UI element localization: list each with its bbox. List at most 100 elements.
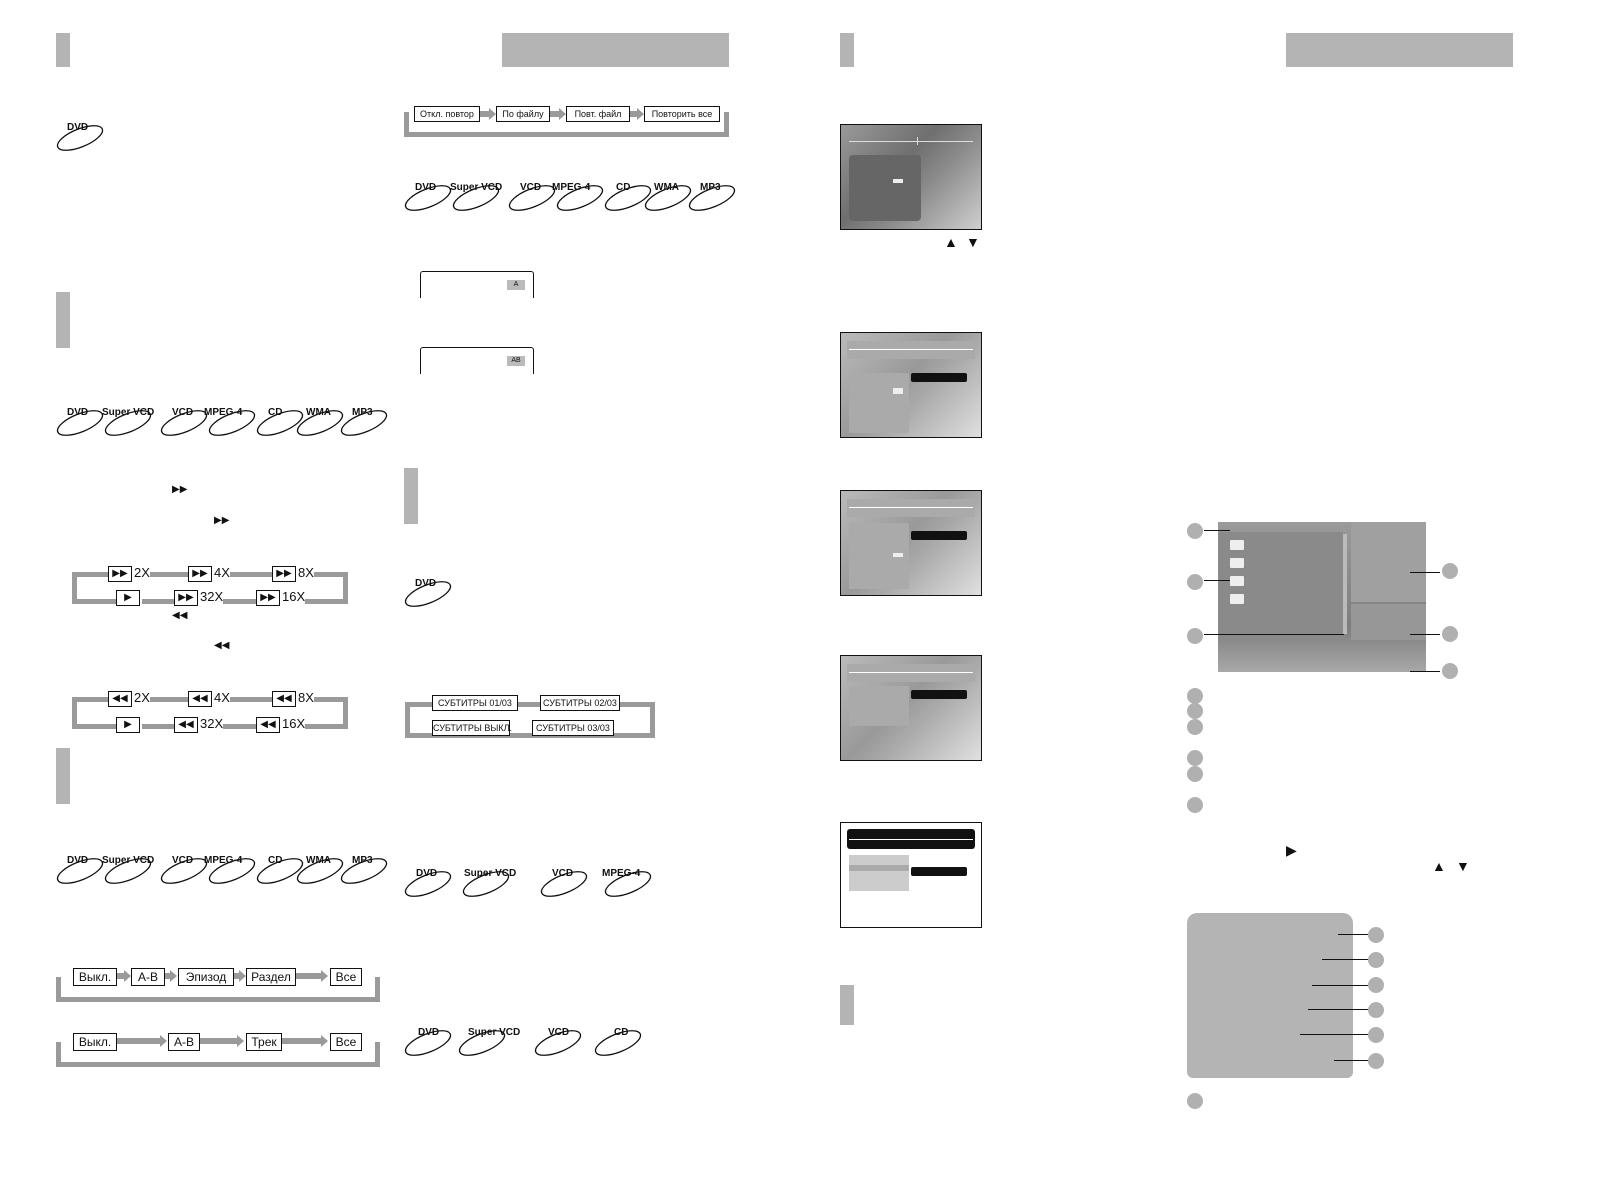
disc-label: MPEG-4 [204, 407, 243, 418]
osd-screen-5 [840, 822, 982, 928]
callout-marker [1368, 1002, 1384, 1018]
callout-marker [1187, 574, 1203, 590]
disc-label: Super VCD [468, 1027, 521, 1038]
callout-marker [1442, 663, 1458, 679]
repeat-cd-loop [56, 1042, 380, 1067]
arrow [165, 970, 177, 982]
disc-logo-dvd: DVD [404, 182, 452, 218]
disc-logo-mp3: MP3 [340, 407, 388, 443]
arrow [550, 108, 566, 120]
repeat-dvd-step-3: Эпизод [178, 968, 234, 986]
rewind-icon: ◀◀ [188, 690, 212, 707]
disc-logo-dvd: DVD [56, 855, 104, 891]
rew-32x: ◀◀32X [174, 716, 224, 733]
rewind-icon: ◀◀ [214, 640, 230, 651]
disc-label: MPEG-4 [602, 868, 641, 879]
repeat-dvd-step-1: Выкл. [73, 968, 117, 986]
disc-logo-dvd: DVD [404, 868, 452, 904]
left-page-header-bar [502, 33, 729, 67]
disc-label: MPEG-4 [552, 182, 591, 193]
ff-32x: ▶▶32X [174, 589, 224, 606]
legend-marker [1187, 797, 1203, 813]
repeat-cd-step-3: Трек [246, 1033, 282, 1051]
callout-marker [1368, 952, 1384, 968]
disc-logo-vcd: VCD [508, 182, 556, 218]
callout-line [1338, 934, 1368, 935]
arrow [117, 1035, 167, 1047]
repeat-cd-step-1: Выкл. [73, 1033, 117, 1051]
repeat-dvd-loop [56, 977, 380, 1002]
disc-logo-svcd: Super VCD [102, 855, 154, 891]
down-triangle-icon: ▼ [1456, 858, 1470, 874]
disc-label: DVD [67, 407, 89, 418]
disc-logo-wma: WMA [296, 855, 344, 891]
rew-play: ▶ [116, 716, 142, 733]
callout-marker [1187, 628, 1203, 644]
fast-forward-icon: ▶▶ [272, 565, 296, 582]
repeat-file-step-4: Повторить все [644, 106, 720, 122]
disc-logo-mpeg4: MPEG-4 [552, 182, 604, 218]
rew-8x: ◀◀8X [272, 690, 314, 707]
disc-logo-mp3: MP3 [688, 182, 736, 218]
disc-label: CD [268, 407, 283, 418]
callout-marker [1442, 626, 1458, 642]
arrow [234, 970, 246, 982]
callout-line [1308, 1009, 1368, 1010]
repeat-dvd-step-5: Все [330, 968, 362, 986]
folder-icon [1230, 540, 1244, 550]
disc-label: MP3 [700, 182, 721, 193]
subtitle-step-01: СУБТИТРЫ 01/03 [432, 695, 518, 711]
callout-marker [1442, 563, 1458, 579]
disc-label: VCD [520, 182, 542, 193]
repeat-cd-step-2: A-B [168, 1033, 200, 1051]
disc-label: DVD [418, 1027, 440, 1038]
ff-play: ▶ [116, 589, 142, 606]
osd-screen-2 [840, 332, 982, 438]
callout-marker [1187, 523, 1203, 539]
disc-logo-mpeg4: MPEG-4 [204, 855, 256, 891]
play-icon: ▶ [1286, 842, 1297, 858]
disc-logo-mp3: MP3 [340, 855, 388, 891]
callout-marker [1368, 1027, 1384, 1043]
disc-logo-cd: CD [256, 407, 304, 443]
disc-label: CD [268, 855, 283, 866]
legend-marker [1187, 688, 1203, 704]
fast-forward-icon: ▶▶ [256, 589, 280, 606]
section-marker-repeat [56, 748, 70, 804]
rewind-icon: ◀◀ [108, 690, 132, 707]
up-triangle-icon: ▲ [1432, 858, 1446, 874]
osd-screen-1 [840, 124, 982, 230]
legend-marker [1187, 766, 1203, 782]
arrow [117, 970, 131, 982]
subtitle-step-02: СУБТИТРЫ 02/03 [540, 695, 620, 711]
callout-line [1312, 985, 1368, 986]
fast-forward-icon: ▶▶ [108, 565, 132, 582]
rewind-icon: ◀◀ [172, 610, 188, 621]
fast-forward-icon: ▶▶ [188, 565, 212, 582]
callout-line [1204, 530, 1230, 531]
rew-16x: ◀◀16X [256, 716, 306, 733]
play-icon: ▶ [116, 589, 140, 606]
callout-line [1410, 671, 1440, 672]
disc-label: CD [614, 1027, 629, 1038]
repeat-file-step-3: Повт. файл [566, 106, 630, 122]
callout-line [1322, 959, 1368, 960]
repeat-file-loop [404, 112, 729, 137]
ff-8x: ▶▶8X [272, 565, 314, 582]
up-triangle-icon: ▲ [944, 234, 958, 250]
left-page-marker [56, 33, 70, 67]
disc-label: DVD [67, 855, 89, 866]
disc-logo-dvd: DVD [56, 407, 104, 443]
repeat-dvd-step-4: Раздел [246, 968, 296, 986]
disc-logo-vcd: VCD [160, 407, 208, 443]
disc-logo-mpeg4: MPEG-4 [602, 868, 652, 904]
disc-logo-dvd: DVD [56, 122, 104, 158]
disc-logo-wma: WMA [644, 182, 692, 218]
disc-logo-dvd: DVD [404, 578, 452, 614]
disc-logo-wma: WMA [296, 407, 344, 443]
arrow [296, 970, 328, 982]
legend-marker [1187, 1093, 1203, 1109]
legend-marker [1187, 703, 1203, 719]
right-page-header-bar [1286, 33, 1513, 67]
ff-4x: ▶▶4X [188, 565, 230, 582]
